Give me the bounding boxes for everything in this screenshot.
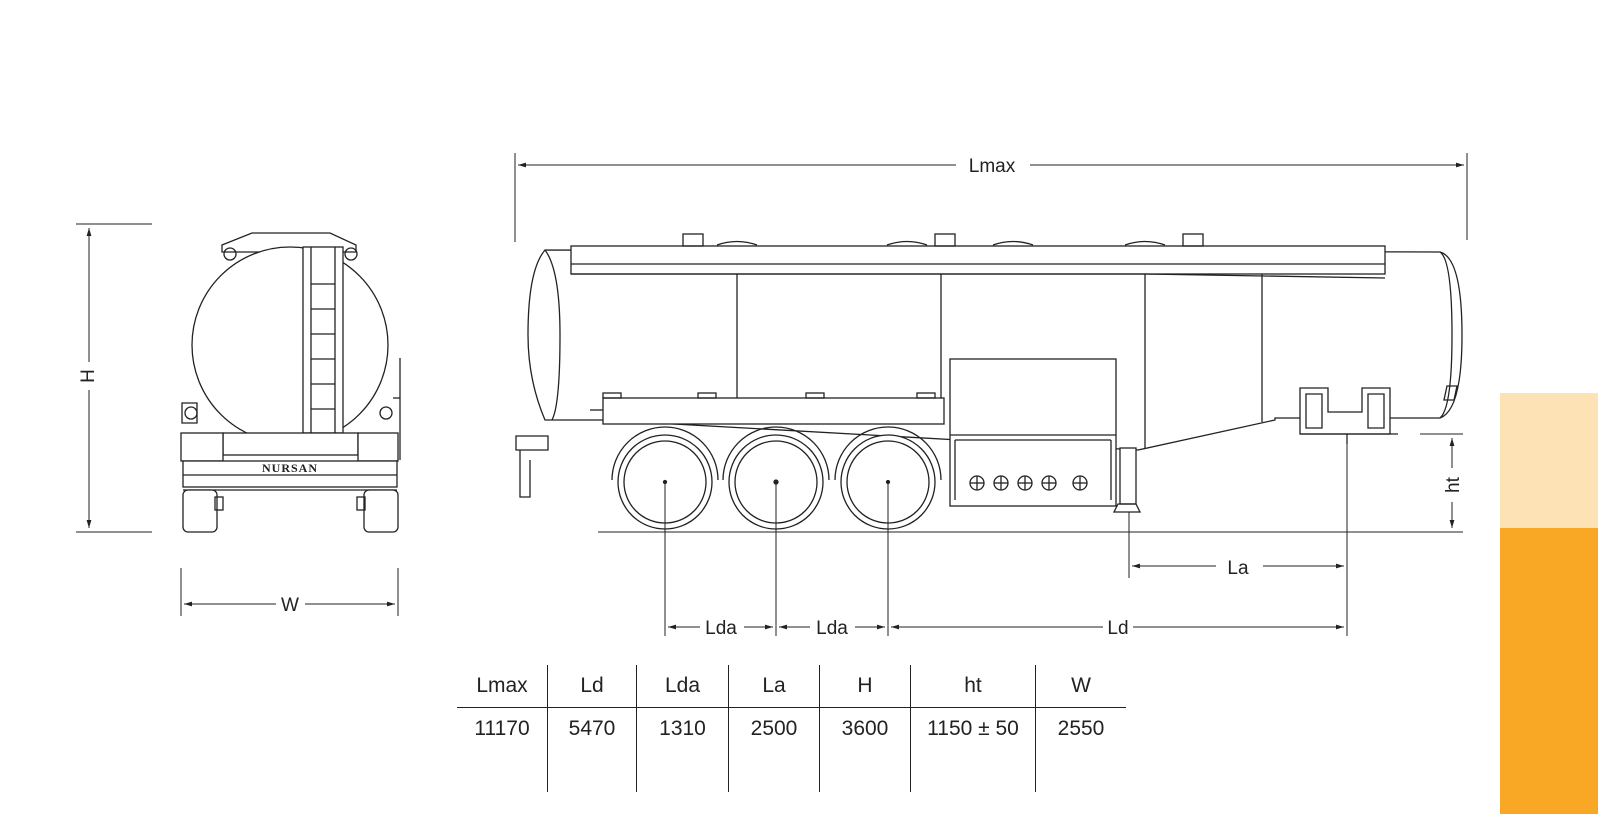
spec-table-spacer-row — [457, 750, 1126, 792]
spec-header-h: H — [819, 665, 911, 708]
accent-band-light — [1500, 393, 1598, 528]
spec-value-la: 2500 — [728, 707, 820, 750]
spec-header-lmax: Lmax — [457, 665, 548, 708]
spec-value-ht: 1150 ± 50 — [910, 707, 1036, 750]
side-dimension-lines — [514, 153, 1468, 636]
svg-text:ht: ht — [1443, 476, 1464, 493]
rear-bumper — [182, 460, 398, 488]
dim-Lda-1: Lda — [668, 618, 773, 639]
svg-text:Ld: Ld — [1107, 618, 1128, 639]
svg-text:H: H — [78, 369, 99, 383]
dimension-spec-table: Lmax Ld Lda La H ht W 11170 5470 1310 25… — [457, 665, 1126, 792]
rear-view — [180, 232, 401, 533]
spec-value-w: 2550 — [1035, 707, 1126, 750]
dim-La: La — [1132, 558, 1344, 579]
svg-text:W: W — [281, 595, 299, 616]
equipment-cabinet — [949, 358, 1117, 507]
spec-header-lda: Lda — [636, 665, 729, 708]
trailer-technical-drawing: NURSAN H W — [76, 153, 1468, 639]
spec-table-value-row: 11170 5470 1310 2500 3600 1150 ± 50 2550 — [457, 707, 1126, 750]
spec-header-ld: Ld — [547, 665, 637, 708]
svg-text:Lda: Lda — [705, 618, 737, 639]
svg-text:Lda: Lda — [816, 618, 848, 639]
spec-header-ht: ht — [910, 665, 1036, 708]
dim-ht: ht — [1443, 468, 1464, 502]
dim-H: H — [78, 362, 99, 390]
svg-text:Lmax: Lmax — [969, 156, 1016, 177]
dim-Lda-2: Lda — [779, 618, 885, 639]
dim-Lmax: Lmax — [518, 156, 1464, 177]
spec-value-h: 3600 — [819, 707, 911, 750]
spec-table-header-row: Lmax Ld Lda La H ht W — [457, 665, 1126, 708]
spec-header-w: W — [1035, 665, 1126, 708]
dim-W: W — [184, 595, 395, 616]
side-view — [515, 233, 1463, 513]
brand-logo-text: NURSAN — [262, 461, 318, 475]
tank-shell-rear — [191, 246, 389, 444]
svg-text:La: La — [1227, 558, 1249, 579]
spec-value-ld: 5470 — [547, 707, 637, 750]
valve-row — [969, 475, 1088, 491]
spec-header-la: La — [728, 665, 820, 708]
ladder — [302, 246, 344, 434]
spec-value-lda: 1310 — [636, 707, 729, 750]
dim-Ld: Ld — [891, 618, 1344, 639]
accent-band-dark — [1500, 528, 1598, 814]
spec-value-lmax: 11170 — [474, 717, 530, 740]
